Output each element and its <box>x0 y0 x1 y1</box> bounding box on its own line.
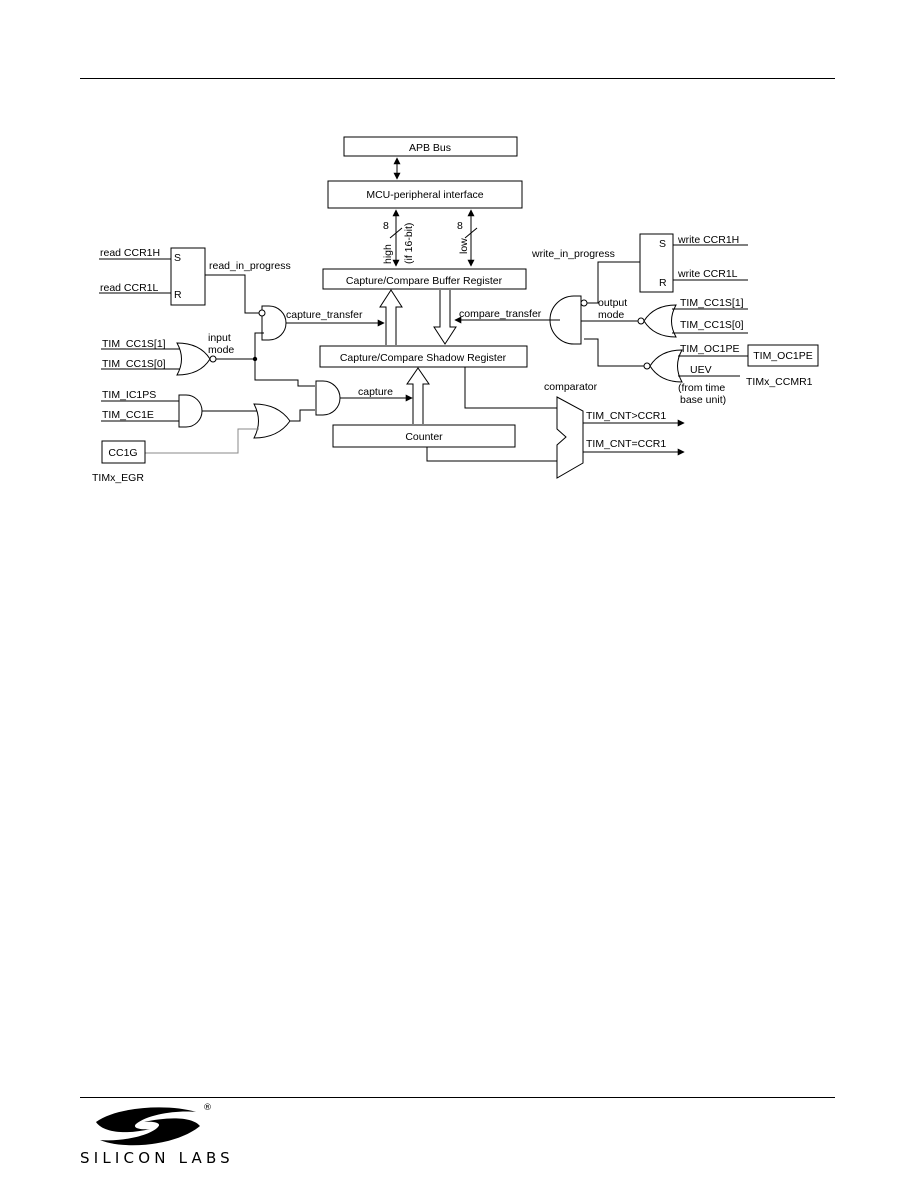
base-unit-label: base unit) <box>680 394 726 406</box>
silicon-labs-wordmark: SILICON LABS <box>80 1149 234 1167</box>
read-latch-s: S <box>174 252 181 264</box>
counter-box <box>332 424 516 448</box>
shadow-register-label: Capture/Compare Shadow Register <box>340 352 507 364</box>
footer-rule <box>80 1097 835 1098</box>
read-latch-box <box>170 247 206 306</box>
read-ccr1h-label: read CCR1H <box>100 247 160 259</box>
output-mode-nor-bubble <box>637 317 645 325</box>
ic1ps-cc1e-and-gate <box>178 394 203 428</box>
capture-transfer-and-gate <box>261 305 287 341</box>
write-latch-box <box>639 233 674 293</box>
capture-and-gate <box>315 380 341 416</box>
input-mode-to-capture-transfer-wire <box>254 332 264 359</box>
apb-bus-label: APB Bus <box>409 142 451 154</box>
capture-compare-block-diagram: APB Bus MCU-peripheral interface 8 8 hig… <box>92 136 819 484</box>
oc1pe-nor-gate <box>649 349 683 383</box>
apb-bus-box <box>343 136 518 157</box>
uev-label: UEV <box>690 364 712 376</box>
input-label: input <box>208 332 231 344</box>
low-bus-width: 8 <box>457 220 463 232</box>
cc1g-label: CC1G <box>108 447 137 459</box>
output-label: output <box>598 297 627 309</box>
mcu-interface-box <box>327 180 523 209</box>
counter-label: Counter <box>405 431 443 443</box>
output-mode-label: mode <box>598 309 624 321</box>
mcu-interface-label: MCU-peripheral interface <box>366 189 483 201</box>
high-bus-width: 8 <box>383 220 389 232</box>
tim-cc1s0-left-label: TIM_CC1S[0] <box>102 358 166 370</box>
capture-source-or-gate <box>253 403 291 439</box>
timx-ccmr1-label: TIMx_CCMR1 <box>746 376 813 388</box>
compare-hollow-arrow-down <box>433 290 457 345</box>
buffer-register-label: Capture/Compare Buffer Register <box>346 275 503 287</box>
input-mode-label: mode <box>208 344 234 356</box>
read-latch-r: R <box>174 289 182 301</box>
header-rule <box>80 78 835 79</box>
or-to-capture-gate-wire <box>290 409 315 422</box>
silicon-labs-logo-icon: ® <box>96 1103 212 1146</box>
write-in-progress-wire <box>584 261 640 304</box>
write-latch-s: S <box>659 238 666 250</box>
shadow-register-box <box>319 345 528 368</box>
cc1g-wire <box>145 428 259 454</box>
tim-ic1ps-label: TIM_IC1PS <box>102 389 156 401</box>
write-latch-r: R <box>659 277 667 289</box>
low-bus-label: low <box>458 238 470 254</box>
tim-cc1s0-right-label: TIM_CC1S[0] <box>680 319 744 331</box>
input-mode-nor-gate <box>176 342 211 376</box>
capture-transfer-invert-bubble <box>258 309 266 317</box>
comparator-symbol <box>556 396 584 479</box>
counter-to-comparator-wire <box>426 447 557 462</box>
tim-cc1s1-left-label: TIM_CC1S[1] <box>102 338 166 350</box>
compare-transfer-invert-bubble <box>580 299 588 307</box>
write-ccr1l-label: write CCR1L <box>677 268 738 280</box>
timx-egr-label: TIMx_EGR <box>92 472 144 484</box>
capture-transfer-label: capture_transfer <box>286 309 363 321</box>
read-in-progress-label: read_in_progress <box>209 260 291 272</box>
buffer-register-box <box>322 268 527 290</box>
low-bus-slash <box>464 227 478 239</box>
from-time-label: (from time <box>678 382 725 394</box>
registered-trademark: ® <box>203 1103 212 1113</box>
comparator-label: comparator <box>544 381 598 393</box>
input-mode-nor-bubble <box>209 355 217 363</box>
tim-oc1pe-register-box <box>747 344 819 367</box>
tim-cc1s1-right-label: TIM_CC1S[1] <box>680 297 744 309</box>
capture-label: capture <box>358 386 393 398</box>
compare-transfer-and-gate <box>549 295 582 345</box>
compare-transfer-label: compare_transfer <box>459 308 542 320</box>
tim-oc1pe-label: TIM_OC1PE <box>680 343 740 355</box>
cnt-eq-ccr1-label: TIM_CNT=CCR1 <box>586 438 666 450</box>
counter-hollow-arrow-up <box>406 367 430 424</box>
high-bus-slash <box>389 227 403 239</box>
oc1pe-nor-bubble <box>643 362 651 370</box>
high-bus-label: high <box>382 244 394 264</box>
shadow-to-comparator-wire <box>464 367 557 409</box>
high-bus-16bit-label: (if 16-bit) <box>403 223 415 264</box>
cnt-gt-ccr1-label: TIM_CNT>CCR1 <box>586 410 666 422</box>
oc1pe-gate-output-wire <box>584 338 644 367</box>
write-in-progress-label: write_in_progress <box>531 248 615 260</box>
tim-cc1e-label: TIM_CC1E <box>102 409 154 421</box>
output-mode-nor-gate <box>643 304 677 338</box>
capture-hollow-arrow-up <box>379 289 403 345</box>
read-ccr1l-label: read CCR1L <box>100 282 159 294</box>
input-mode-to-capture-gate-wire <box>254 359 315 387</box>
write-ccr1h-label: write CCR1H <box>677 234 739 246</box>
read-in-progress-wire <box>205 274 259 314</box>
cc1g-box <box>101 440 146 464</box>
tim-oc1pe-register-label: TIM_OC1PE <box>753 350 813 362</box>
